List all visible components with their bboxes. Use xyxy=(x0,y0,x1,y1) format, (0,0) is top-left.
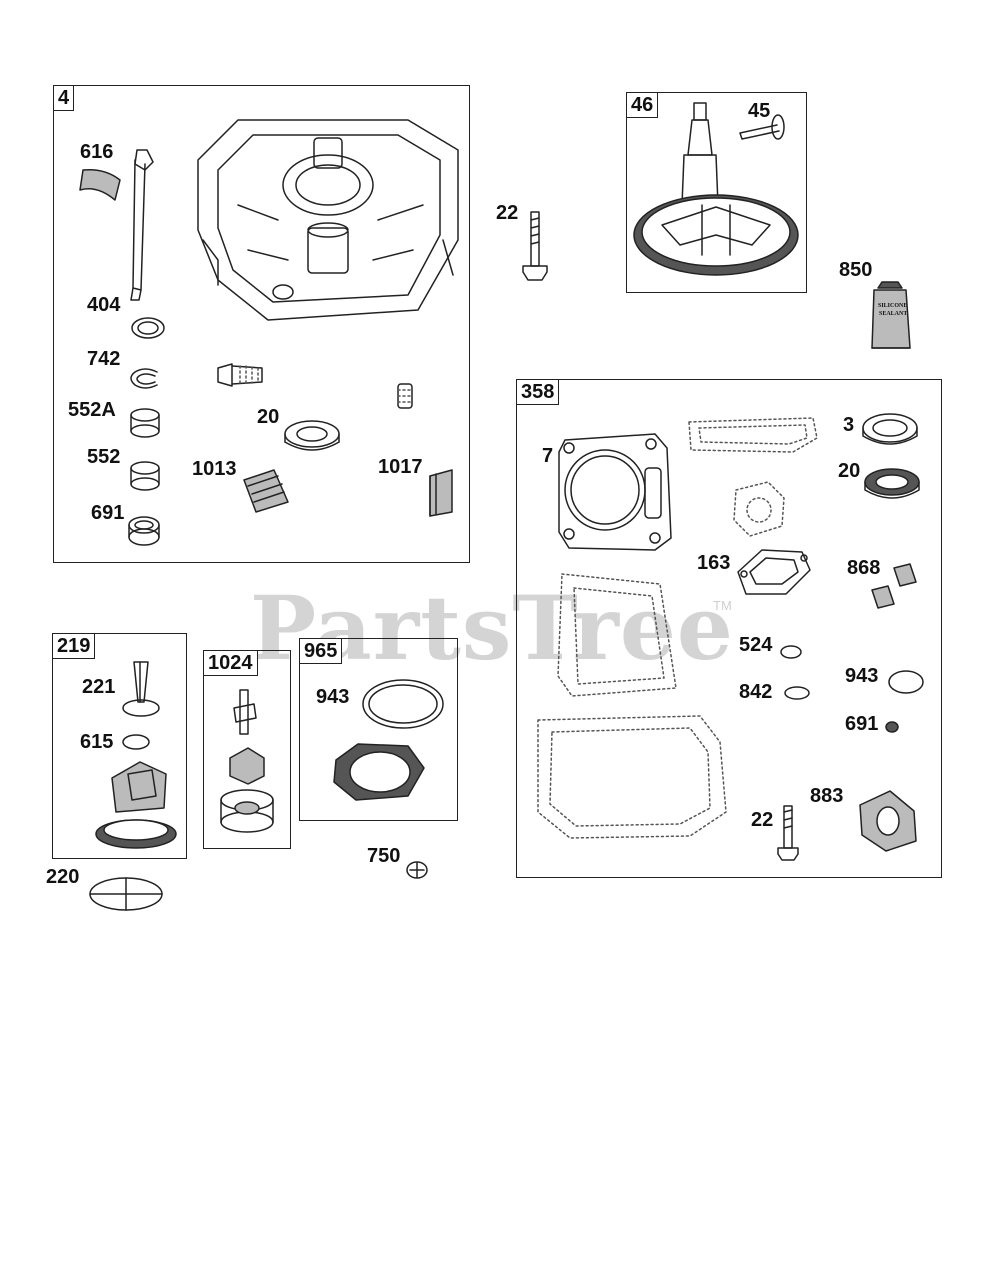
governor-shaft-drawing xyxy=(79,149,154,301)
label-552A[interactable]: 552A xyxy=(68,399,116,421)
label-22-g358[interactable]: 22 xyxy=(751,809,774,831)
label-552[interactable]: 552 xyxy=(87,446,121,468)
group-1024-ref[interactable]: 1024 xyxy=(203,650,258,676)
group-358-ref[interactable]: 358 xyxy=(516,379,560,405)
intake-gasket-drawing xyxy=(733,481,785,537)
label-7[interactable]: 7 xyxy=(542,445,554,467)
label-45[interactable]: 45 xyxy=(748,100,771,122)
washer-404-drawing xyxy=(131,317,165,339)
label-220[interactable]: 220 xyxy=(46,866,80,888)
label-842[interactable]: 842 xyxy=(739,681,773,703)
group-219-box: 219 xyxy=(52,633,187,859)
valve-cover-gasket-drawing xyxy=(688,417,818,453)
e-ring-drawing xyxy=(130,368,158,389)
label-615[interactable]: 615 xyxy=(80,731,114,753)
label-943-g965[interactable]: 943 xyxy=(316,686,350,708)
washer-615-drawing xyxy=(122,734,150,750)
exhaust-gasket-drawing xyxy=(557,573,677,697)
label-163[interactable]: 163 xyxy=(697,552,731,574)
oring-943-drawing xyxy=(888,670,924,694)
camshaft-gear-drawing xyxy=(633,102,799,276)
label-221[interactable]: 221 xyxy=(82,676,116,698)
label-943-g358[interactable]: 943 xyxy=(845,665,879,687)
plug-drawing xyxy=(217,363,263,387)
group-965-box: 965 xyxy=(299,638,458,821)
cover-plate-drawing xyxy=(333,743,425,801)
tube-text-2: SEALANT xyxy=(879,311,908,317)
spring-1013-drawing xyxy=(243,469,289,513)
label-883[interactable]: 883 xyxy=(810,785,844,807)
plug-small-drawing xyxy=(397,383,413,409)
label-1013[interactable]: 1013 xyxy=(192,458,237,480)
group-219-ref[interactable]: 219 xyxy=(52,633,96,659)
label-750[interactable]: 750 xyxy=(367,845,401,867)
label-742[interactable]: 742 xyxy=(87,348,121,370)
bushing-552A-drawing xyxy=(130,408,160,438)
governor-gear-drawing xyxy=(95,761,177,849)
seal-3-drawing xyxy=(862,413,918,445)
label-691[interactable]: 691 xyxy=(91,502,125,524)
bushing-552-drawing xyxy=(130,461,160,491)
group-1024-box: 1024 xyxy=(203,650,291,849)
label-22-loose[interactable]: 22 xyxy=(496,202,519,224)
oring-524-drawing xyxy=(780,645,802,659)
dowel-868-drawing xyxy=(871,563,917,609)
bolt-22-drawing xyxy=(522,211,548,281)
label-1017[interactable]: 1017 xyxy=(378,456,423,478)
group-358-box: 358 xyxy=(516,379,942,878)
tube-text-1: SILICONE xyxy=(878,303,908,309)
oil-seal-20b-drawing xyxy=(864,468,920,499)
spacer-883-drawing xyxy=(859,790,917,852)
bolt-22b-drawing xyxy=(777,805,799,861)
label-20-g4[interactable]: 20 xyxy=(257,406,280,428)
governor-gear-220-drawing xyxy=(89,877,163,911)
oil-pump-drawing xyxy=(220,689,274,833)
label-3[interactable]: 3 xyxy=(843,414,855,436)
seal-1017-drawing xyxy=(429,469,453,517)
group-46-box: 46 xyxy=(626,92,807,293)
watermark-trademark: TM xyxy=(713,598,732,613)
label-404[interactable]: 404 xyxy=(87,294,121,316)
sealant-tube-drawing xyxy=(871,281,911,349)
seal-691b-drawing xyxy=(885,721,899,733)
group-4-ref[interactable]: 4 xyxy=(53,85,75,111)
gasket-163-drawing xyxy=(737,549,811,595)
oring-842-drawing xyxy=(784,686,810,700)
governor-cup-221-drawing xyxy=(122,661,160,717)
label-691-g358[interactable]: 691 xyxy=(845,713,879,735)
oil-seal-20-drawing xyxy=(284,420,340,451)
label-868[interactable]: 868 xyxy=(847,557,881,579)
group-4-box: 4 xyxy=(53,85,470,563)
label-524[interactable]: 524 xyxy=(739,634,773,656)
head-gasket-drawing xyxy=(558,433,672,551)
crankcase-gasket-drawing xyxy=(537,715,727,839)
group-46-ref[interactable]: 46 xyxy=(626,92,659,118)
seal-691-drawing xyxy=(128,516,160,546)
label-850[interactable]: 850 xyxy=(839,259,873,281)
oring-943b-drawing xyxy=(362,679,444,729)
crankcase-cover-drawing xyxy=(197,119,459,321)
screw-750-drawing xyxy=(406,861,428,879)
group-965-ref[interactable]: 965 xyxy=(299,638,343,664)
label-616[interactable]: 616 xyxy=(80,141,114,163)
label-20-g358[interactable]: 20 xyxy=(838,460,861,482)
